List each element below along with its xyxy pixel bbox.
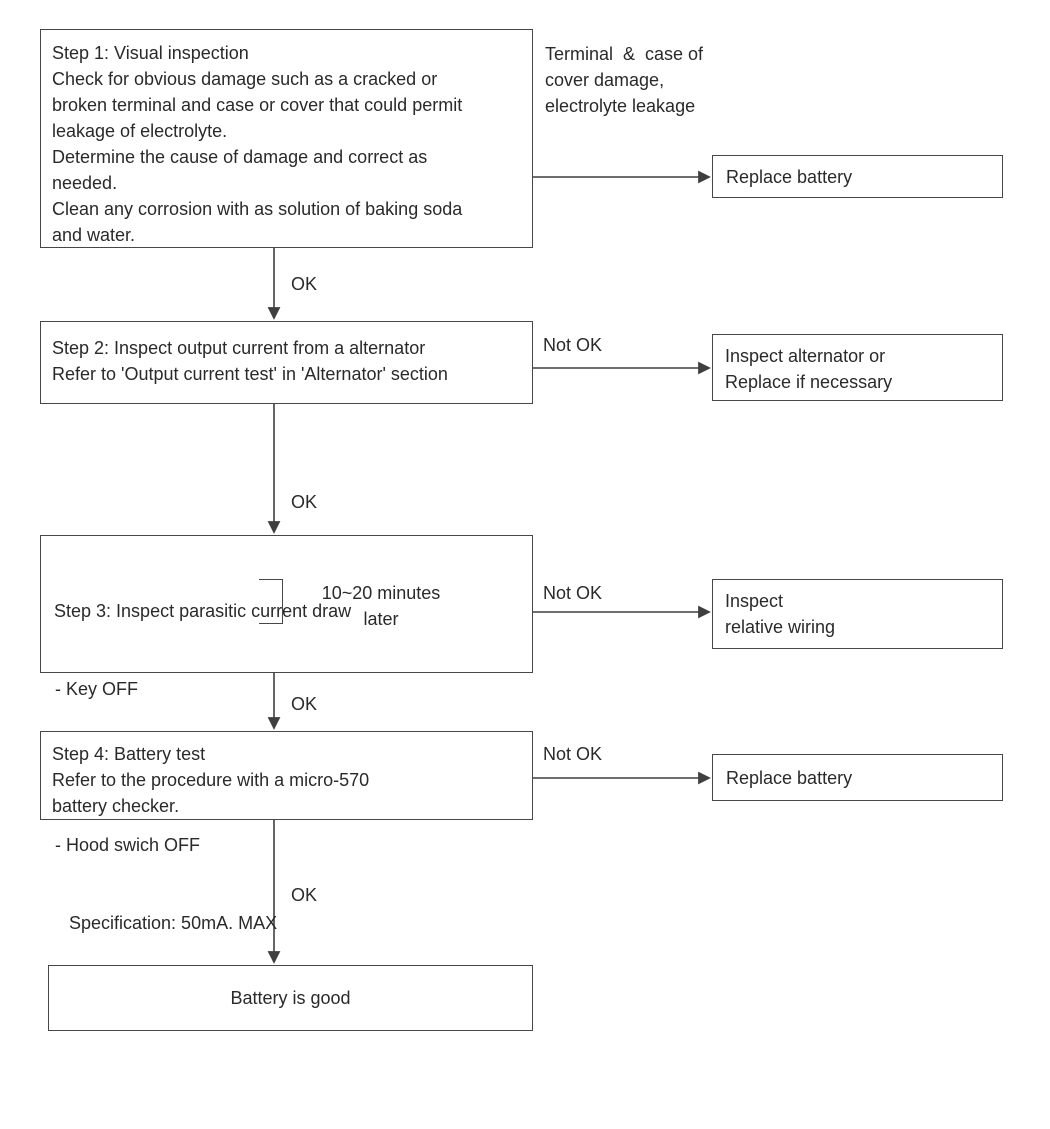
ok-label-3: OK	[291, 694, 318, 714]
bracket-shape	[259, 579, 283, 624]
ok-label-4: OK	[291, 885, 318, 905]
ok-label-1: OK	[291, 274, 318, 294]
step3-parasitic-current-box: Step 3: Inspect parasitic current draw -…	[40, 535, 533, 933]
replace-battery-bottom-box: Replace battery	[712, 754, 1003, 801]
not-ok-label-1: Not OK	[543, 335, 603, 355]
step3-wait-time-note: 10~20 minutes later	[321, 583, 441, 629]
step2-output-current-box: Step 2: Inspect output current from a al…	[40, 321, 533, 404]
battery-is-good-box: Battery is good	[48, 965, 533, 1031]
not-ok-label-2: Not OK	[543, 583, 603, 603]
ok-label-2: OK	[291, 492, 318, 512]
terminal-damage-condition-label: Terminal & case of cover damage, electro…	[545, 44, 704, 116]
step3-specification: Specification: 50mA. MAX	[69, 913, 278, 933]
replace-battery-top-box: Replace battery	[712, 155, 1003, 198]
step1-visual-inspection-box: Step 1: Visual inspection Check for obvi…	[40, 29, 533, 248]
step3-title: Step 3: Inspect parasitic current draw	[54, 601, 352, 621]
not-ok-label-3: Not OK	[543, 744, 603, 764]
step3-item-hood-switch-off: - Hood swich OFF	[55, 835, 201, 855]
step3-item-key-off: - Key OFF	[55, 679, 139, 699]
step4-battery-test-box: Step 4: Battery test Refer to the proced…	[40, 731, 533, 820]
inspect-relative-wiring-box: Inspect relative wiring	[712, 579, 1003, 649]
inspect-alternator-box: Inspect alternator or Replace if necessa…	[712, 334, 1003, 401]
